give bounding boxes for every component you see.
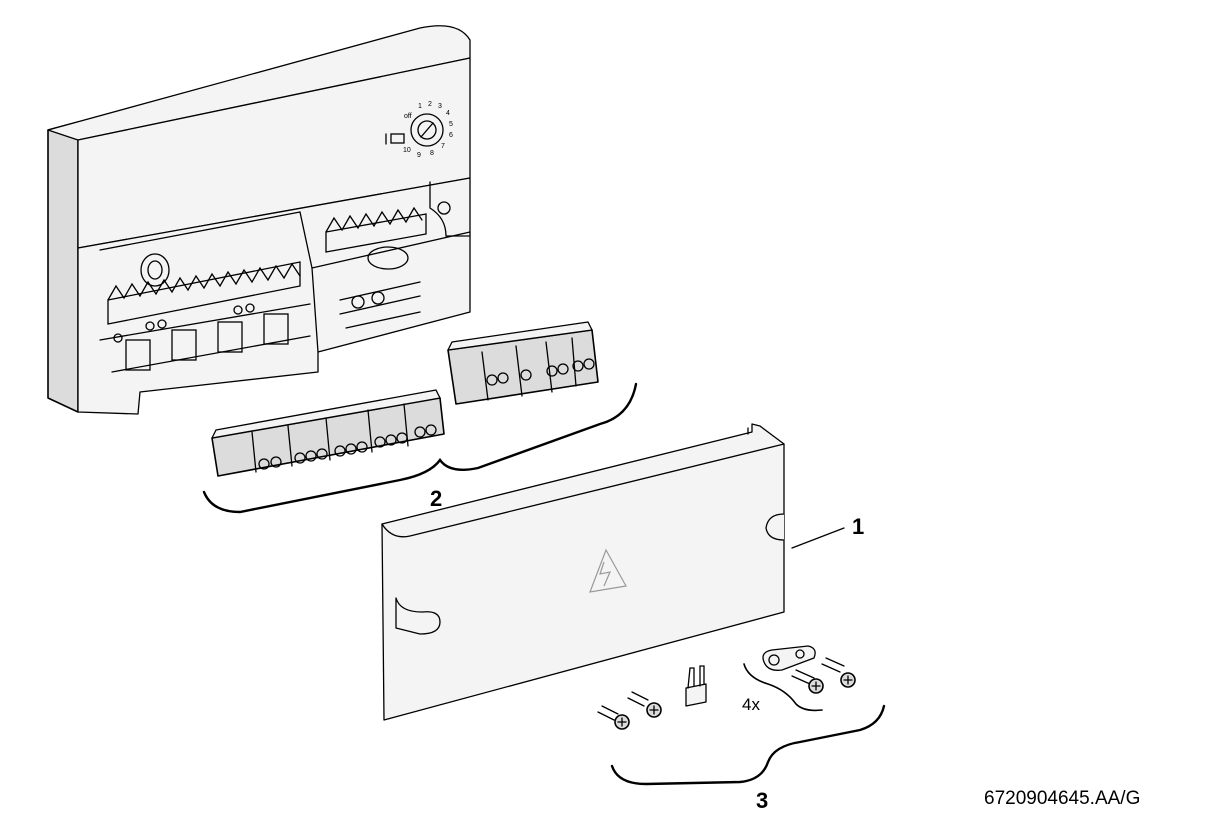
- callout-terminal-blocks: 2: [430, 486, 442, 511]
- dial-label-5: 5: [449, 121, 453, 128]
- accessory-strain-relief: [762, 645, 856, 694]
- brace-terminal-blocks: [202, 382, 638, 514]
- terminal-cover: [381, 423, 785, 721]
- terminal-block-set-lower: [211, 389, 445, 477]
- callout-accessories: 3: [756, 788, 768, 813]
- module-housing: off 1 2 3 4 5 6 7 8 9 10: [47, 25, 471, 415]
- accessory-jumper: [685, 665, 707, 707]
- dial-label-1: 1: [418, 103, 422, 110]
- dial-label-2: 2: [428, 101, 432, 108]
- dial-label-10: 10: [403, 147, 411, 154]
- dial-label-off: off: [404, 113, 412, 120]
- dial-label-9: 9: [417, 152, 421, 159]
- accessory-screws: [597, 691, 662, 730]
- dial-label-7: 7: [441, 143, 445, 150]
- dial-label-3: 3: [438, 103, 442, 110]
- reference-code: 6720904645.AA/G: [984, 788, 1141, 809]
- leader-line-cover: [791, 527, 845, 549]
- dial-label-4: 4: [446, 110, 450, 117]
- brace-quantity: [743, 663, 823, 712]
- brace-accessories: [610, 704, 886, 786]
- quantity-label: 4x: [742, 695, 760, 714]
- rotary-switch: off 1 2 3 4 5 6 7 8 9 10: [385, 101, 453, 159]
- dial-label-8: 8: [430, 150, 434, 157]
- dial-label-6: 6: [449, 132, 453, 139]
- callout-cover: 1: [852, 514, 864, 539]
- electric-hazard-icon: [589, 548, 627, 593]
- terminal-block-set-upper: [447, 321, 599, 405]
